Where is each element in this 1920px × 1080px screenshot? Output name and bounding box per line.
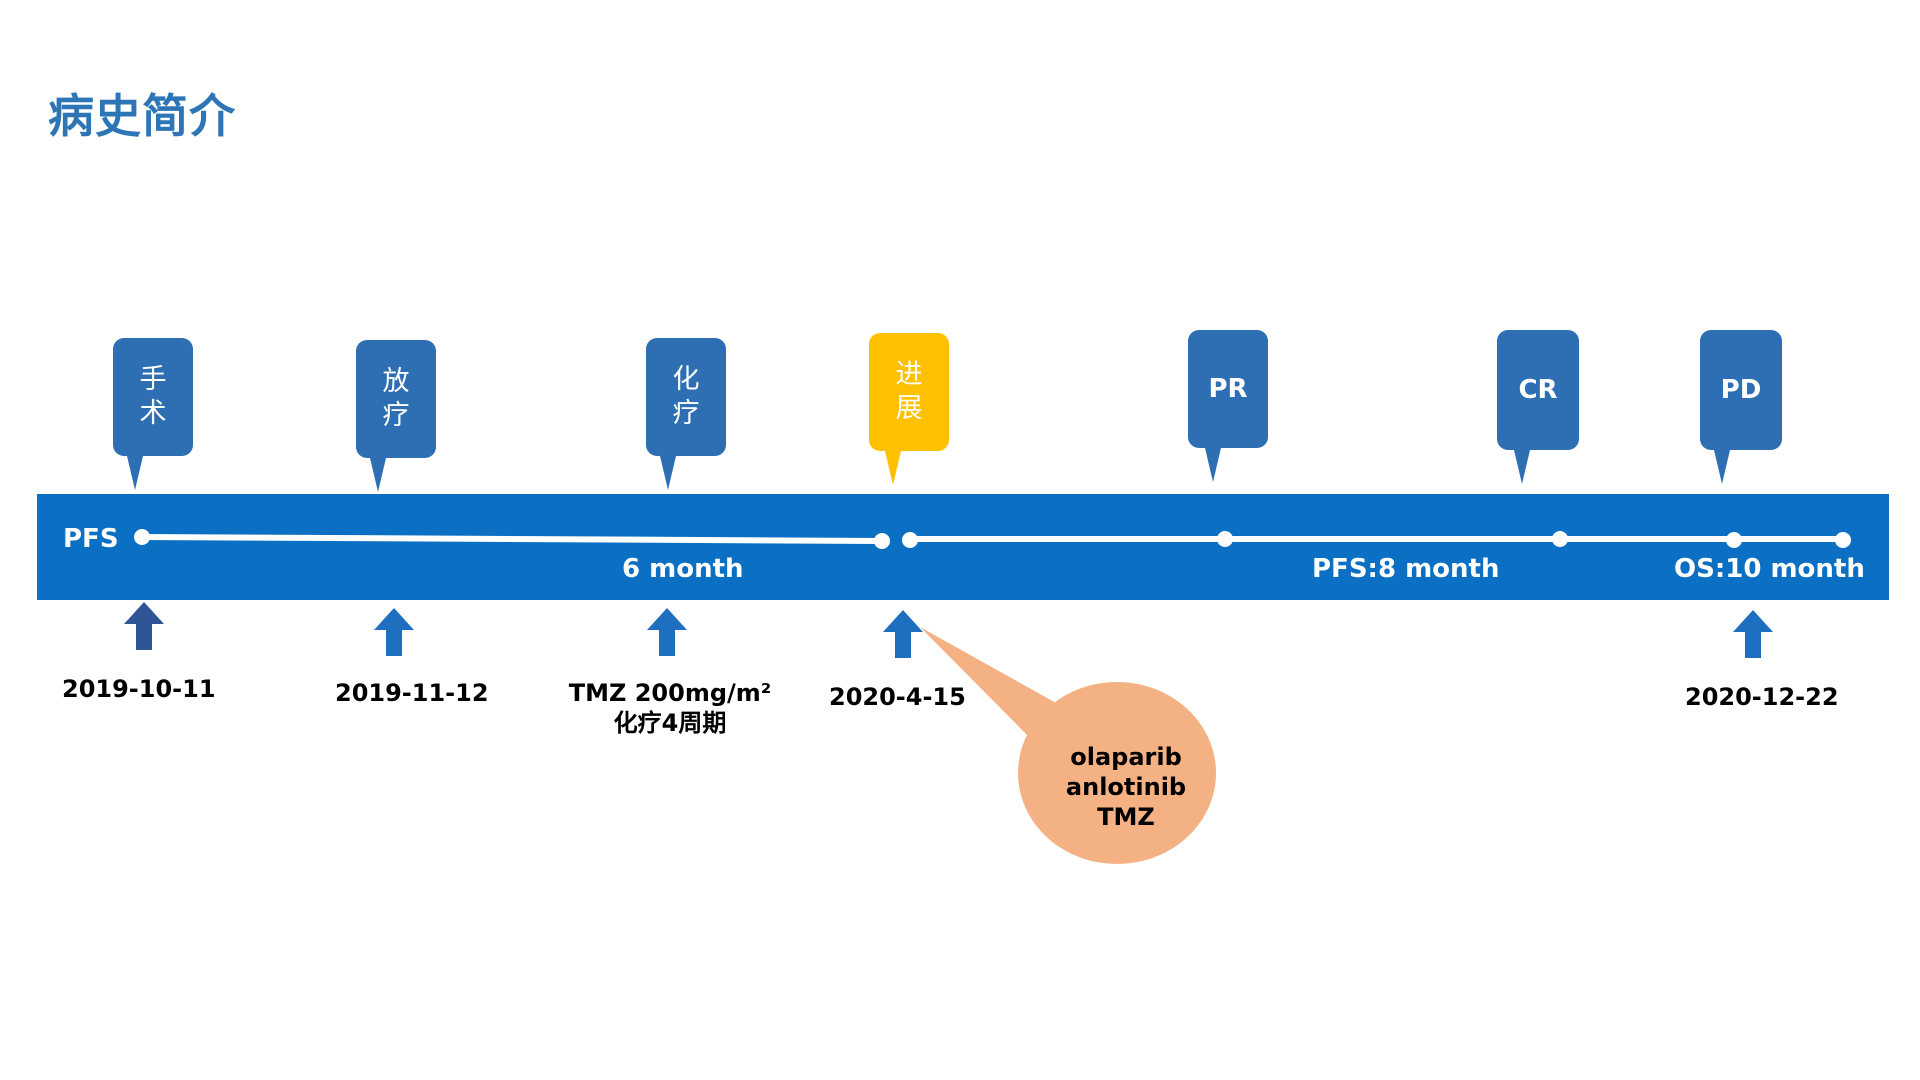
callout-pd: PD xyxy=(1700,330,1782,484)
callout-label: 化疗 xyxy=(672,364,700,429)
chemo-regimen-line2: 化疗4周期 xyxy=(613,709,727,737)
callout-chemotherapy: 化疗 xyxy=(646,338,726,490)
callout-cr: CR xyxy=(1497,330,1579,484)
chemo-regimen: TMZ 200mg/m² 化疗4周期 xyxy=(565,678,775,738)
pfs-label: PFS xyxy=(63,524,119,554)
callout-label: 放疗 xyxy=(382,366,410,431)
page-title: 病史简介 xyxy=(48,89,236,143)
os-10-month-label: OS:10 month xyxy=(1674,554,1865,584)
up-arrow-icon xyxy=(1733,610,1773,658)
date-radiotherapy: 2019-11-12 xyxy=(335,679,489,707)
callout-progression: 进展 xyxy=(869,333,949,485)
drug-list: olaparib anlotinib TMZ xyxy=(1026,742,1226,832)
callout-label: 进展 xyxy=(895,359,923,424)
timeline-band xyxy=(37,494,1889,600)
pfs-8-month-label: PFS:8 month xyxy=(1312,554,1500,584)
callout-surgery: 手术 xyxy=(113,338,193,490)
callout-pr: PR xyxy=(1188,330,1268,482)
up-arrow-icon xyxy=(647,608,687,656)
up-arrow-icon xyxy=(883,610,923,658)
date-progression: 2020-4-15 xyxy=(829,683,966,711)
date-pd: 2020-12-22 xyxy=(1685,683,1839,711)
up-arrow-icon xyxy=(124,602,164,650)
drug-item: anlotinib xyxy=(1065,773,1187,801)
drug-item: TMZ xyxy=(1097,803,1155,831)
callout-radiotherapy: 放疗 xyxy=(356,340,436,492)
callout-label: PD xyxy=(1720,375,1762,405)
up-arrow-icon xyxy=(374,608,414,656)
date-surgery: 2019-10-11 xyxy=(62,675,216,703)
callout-label: 手术 xyxy=(139,364,167,429)
callout-label: PR xyxy=(1208,374,1248,404)
six-month-label: 6 month xyxy=(622,554,744,584)
chemo-regimen-line1: TMZ 200mg/m² xyxy=(568,679,772,707)
drug-item: olaparib xyxy=(1070,743,1182,771)
callout-label: CR xyxy=(1518,375,1558,405)
